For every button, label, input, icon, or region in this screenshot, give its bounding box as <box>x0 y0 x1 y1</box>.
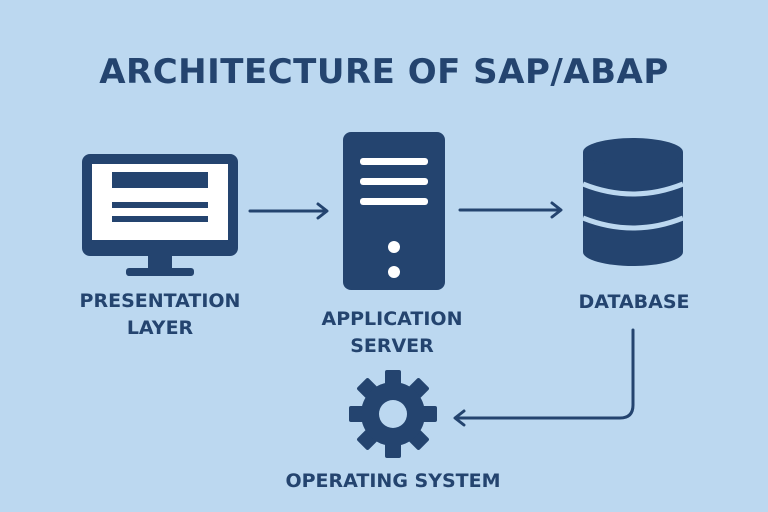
arrow-application-to-database <box>458 201 563 219</box>
label-database: DATABASE <box>534 289 734 316</box>
label-os-line1: OPERATING SYSTEM <box>285 470 501 492</box>
label-presentation-line2: LAYER <box>126 317 194 339</box>
arrow-database-to-os <box>453 328 635 427</box>
label-operating-system: OPERATING SYSTEM <box>248 468 538 495</box>
arrow-presentation-to-application <box>248 202 329 220</box>
gear-icon <box>349 370 437 458</box>
label-application-line2: SERVER <box>350 335 434 357</box>
server-icon <box>343 132 445 290</box>
label-presentation-layer: PRESENTATION LAYER <box>60 288 260 342</box>
database-icon <box>582 138 684 266</box>
label-database-line1: DATABASE <box>578 291 690 313</box>
label-application-server: APPLICATION SERVER <box>292 306 492 360</box>
monitor-icon <box>82 154 238 276</box>
page-title: ARCHITECTURE OF SAP/ABAP <box>99 52 669 92</box>
label-presentation-line1: PRESENTATION <box>79 290 241 312</box>
label-application-line1: APPLICATION <box>321 308 463 330</box>
